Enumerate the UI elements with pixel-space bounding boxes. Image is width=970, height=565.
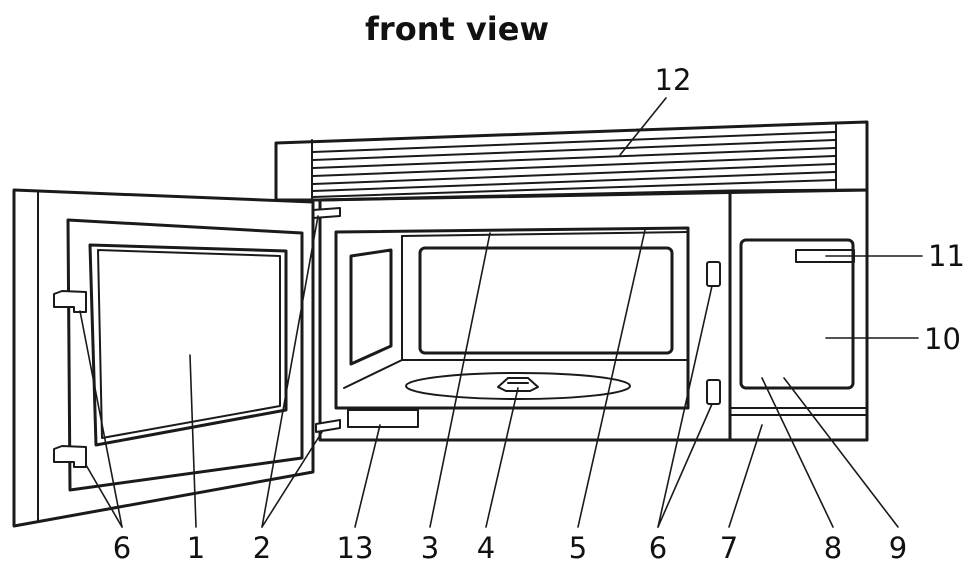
callout-3: 3: [421, 531, 439, 565]
cavity-back-wall: [401, 231, 689, 237]
callout-7: 7: [720, 531, 738, 565]
cavity-left-corner: [343, 235, 403, 389]
callout-8: 8: [824, 531, 842, 565]
cavity-side-window: [349, 248, 393, 366]
turntable-coupler: [497, 377, 539, 392]
door-window: [88, 243, 288, 447]
callout-6-right: 6: [649, 531, 667, 565]
callout-13: 13: [337, 531, 374, 565]
callout-11: 11: [928, 239, 965, 273]
callout-4: 4: [477, 531, 495, 565]
cabinet-outline: [318, 188, 869, 442]
callout-1: 1: [187, 531, 205, 565]
microwave-body: [274, 120, 869, 442]
door-window-inner: [97, 249, 281, 439]
leader-lines: [79, 97, 923, 528]
callout-2: 2: [253, 531, 271, 565]
callout-9: 9: [889, 531, 907, 565]
door-hinge-top: [312, 207, 341, 219]
callout-5: 5: [569, 531, 587, 565]
callout-6-left: 6: [113, 531, 131, 565]
cavity-back-window: [418, 246, 674, 355]
callout-10: 10: [924, 322, 961, 356]
turntable: [405, 372, 631, 400]
label-plate: [347, 409, 419, 428]
microwave-door: [12, 188, 315, 528]
door-latch-hole-bottom: [706, 379, 721, 405]
callout-numbers: 6 1 2 13 3 4 5 6 7 8 9 10 11 12: [113, 63, 965, 565]
diagram-title: front view: [365, 10, 549, 48]
door-hinge-bottom: [315, 419, 341, 433]
oven-cavity-frame: [334, 226, 690, 410]
door-latch-hole-top: [706, 261, 721, 287]
control-panel: [739, 238, 855, 390]
door-frame-inner: [66, 218, 304, 492]
vent-grille: [312, 131, 836, 198]
callout-12: 12: [655, 63, 692, 97]
door-latch-hook-bottom: [53, 445, 87, 468]
door-outer: [12, 188, 315, 528]
